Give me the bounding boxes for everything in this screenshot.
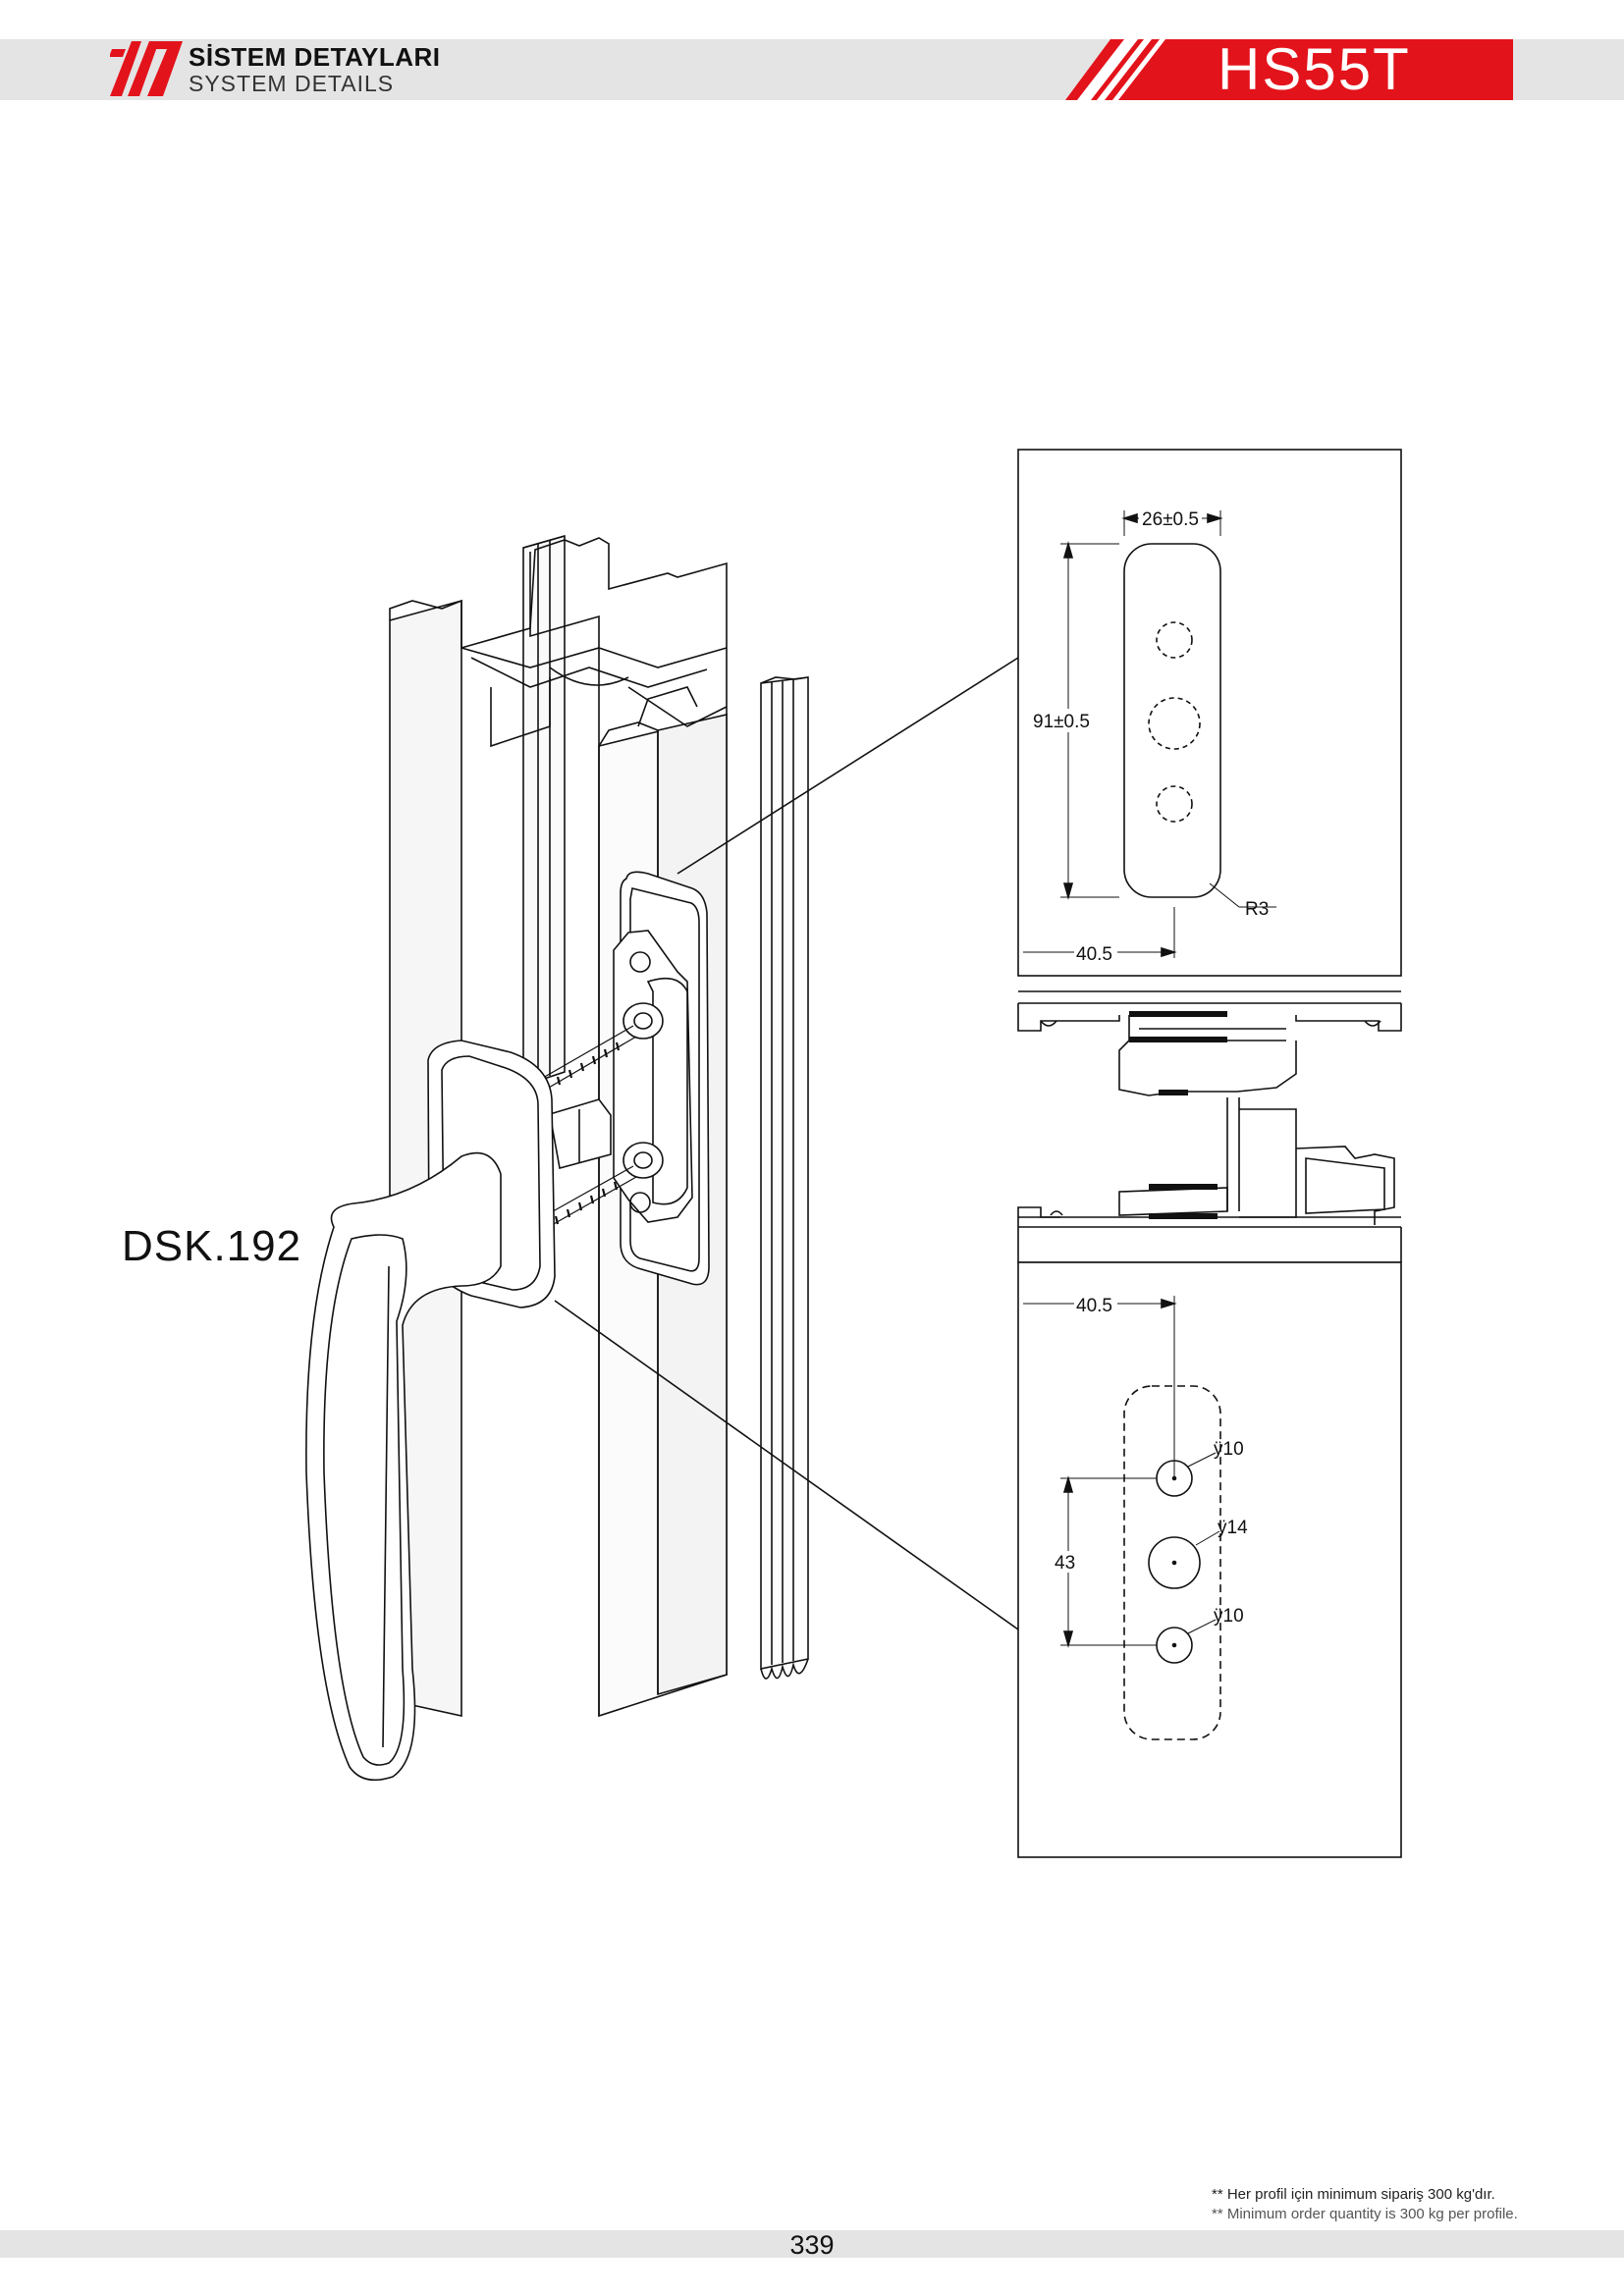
- note-tr: ** Her profil için minimum sipariş 300 k…: [1212, 2186, 1495, 2203]
- dim-offset-bottom: 40.5: [1076, 1296, 1112, 1316]
- dim-spacing: 43: [1055, 1553, 1075, 1574]
- dim-offset-top: 40.5: [1076, 944, 1112, 965]
- header-titles: SİSTEM DETAYLARI SYSTEM DETAILS: [189, 43, 440, 96]
- header-title-en: SYSTEM DETAILS: [189, 71, 395, 96]
- note-en: ** Minimum order quantity is 300 kg per …: [1212, 2206, 1518, 2222]
- footer-bar: [0, 2230, 1624, 2258]
- dim-radius: R3: [1245, 899, 1269, 920]
- dim-height: 91±0.5: [1033, 712, 1090, 732]
- leader-line-bottom: [554, 1300, 1019, 1630]
- dim-hole-mid: ÿ14: [1218, 1518, 1248, 1538]
- model-badge: [1065, 39, 1513, 100]
- header-title-tr: SİSTEM DETAYLARI: [189, 42, 441, 72]
- detail-view-bottom: [1017, 1261, 1402, 1858]
- dim-hole-top: ÿ10: [1214, 1439, 1244, 1460]
- dim-hole-bottom: ÿ10: [1214, 1606, 1244, 1627]
- company-logo-icon: [110, 41, 183, 96]
- profile-cross-section: [1017, 990, 1402, 1263]
- leader-line-top: [677, 657, 1019, 875]
- model-name: HS55T: [1218, 36, 1411, 102]
- window-profile-3d: [305, 534, 809, 1782]
- page-number: 339: [789, 2230, 835, 2260]
- footer-notes: ** Her profil için minimum sipariş 300 k…: [1212, 2185, 1518, 2224]
- product-code: DSK.192: [122, 1222, 302, 1270]
- dim-width: 26±0.5: [1142, 509, 1199, 530]
